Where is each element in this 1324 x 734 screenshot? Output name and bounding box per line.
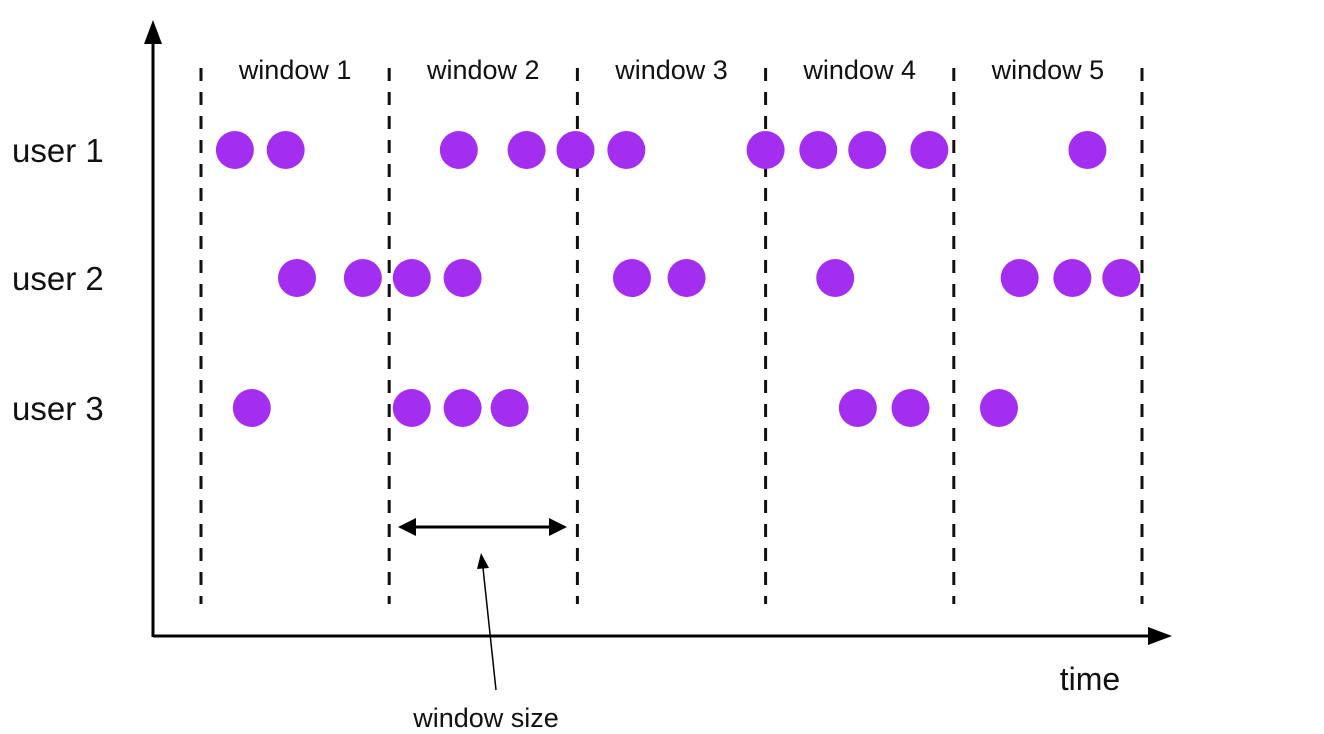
window-labels: window 1 window 2 window 3 window 4 window 5 bbox=[238, 55, 1104, 85]
window-label-2: window 2 bbox=[426, 55, 540, 85]
window-size-pointer-head bbox=[477, 553, 489, 569]
event-dot-user3-1 bbox=[232, 389, 271, 427]
y-axis-arrowhead bbox=[144, 20, 162, 44]
event-dot-user1-3 bbox=[439, 131, 478, 169]
user-row-2: user 2 bbox=[12, 259, 1141, 297]
window-size-arrow-left-head bbox=[398, 518, 416, 536]
event-dot-user1-1 bbox=[215, 131, 254, 169]
event-dot-user3-4 bbox=[490, 389, 529, 427]
event-dot-user1-5 bbox=[556, 131, 595, 169]
event-dot-user2-10 bbox=[1102, 259, 1141, 297]
event-dot-user2-5 bbox=[612, 259, 651, 297]
user-rows: user 1 user 2 user 3 bbox=[12, 131, 1141, 427]
event-dot-user2-9 bbox=[1053, 259, 1092, 297]
event-dot-user1-11 bbox=[1068, 131, 1107, 169]
event-dot-user1-10 bbox=[910, 131, 949, 169]
user-label-2: user 2 bbox=[12, 260, 104, 297]
event-dot-user1-4 bbox=[507, 131, 546, 169]
window-label-1: window 1 bbox=[238, 55, 352, 85]
window-label-4: window 4 bbox=[802, 55, 916, 85]
event-dot-user2-2 bbox=[343, 259, 382, 297]
event-dot-user2-6 bbox=[667, 259, 706, 297]
x-axis-arrowhead bbox=[1148, 627, 1172, 645]
event-dot-user2-1 bbox=[277, 259, 316, 297]
user-row-1: user 1 bbox=[12, 131, 1107, 169]
event-dot-user3-5 bbox=[838, 389, 877, 427]
event-dot-user1-8 bbox=[799, 131, 838, 169]
window-label-3: window 3 bbox=[614, 55, 728, 85]
window-size-arrow-right-head bbox=[549, 518, 567, 536]
window-size-label: window size bbox=[412, 703, 559, 733]
window-label-5: window 5 bbox=[991, 55, 1105, 85]
event-dot-user2-4 bbox=[443, 259, 482, 297]
event-dot-user3-3 bbox=[443, 389, 482, 427]
event-dot-user2-3 bbox=[392, 259, 431, 297]
event-dot-user2-7 bbox=[816, 259, 855, 297]
window-dividers bbox=[199, 68, 1144, 604]
event-dot-user1-6 bbox=[607, 131, 646, 169]
event-dot-user1-2 bbox=[266, 131, 305, 169]
event-dot-user1-9 bbox=[848, 131, 887, 169]
window-size-pointer bbox=[482, 567, 497, 691]
event-dot-user2-8 bbox=[1000, 259, 1039, 297]
event-dot-user3-7 bbox=[979, 389, 1018, 427]
event-dot-user3-2 bbox=[392, 389, 431, 427]
window-size-annotation: window size bbox=[398, 518, 567, 733]
user-label-1: user 1 bbox=[12, 132, 104, 169]
user-row-3: user 3 bbox=[12, 389, 1018, 427]
event-dot-user3-6 bbox=[891, 389, 930, 427]
user-label-3: user 3 bbox=[12, 390, 104, 427]
event-dot-user1-7 bbox=[746, 131, 785, 169]
x-axis-label: time bbox=[1060, 661, 1120, 697]
